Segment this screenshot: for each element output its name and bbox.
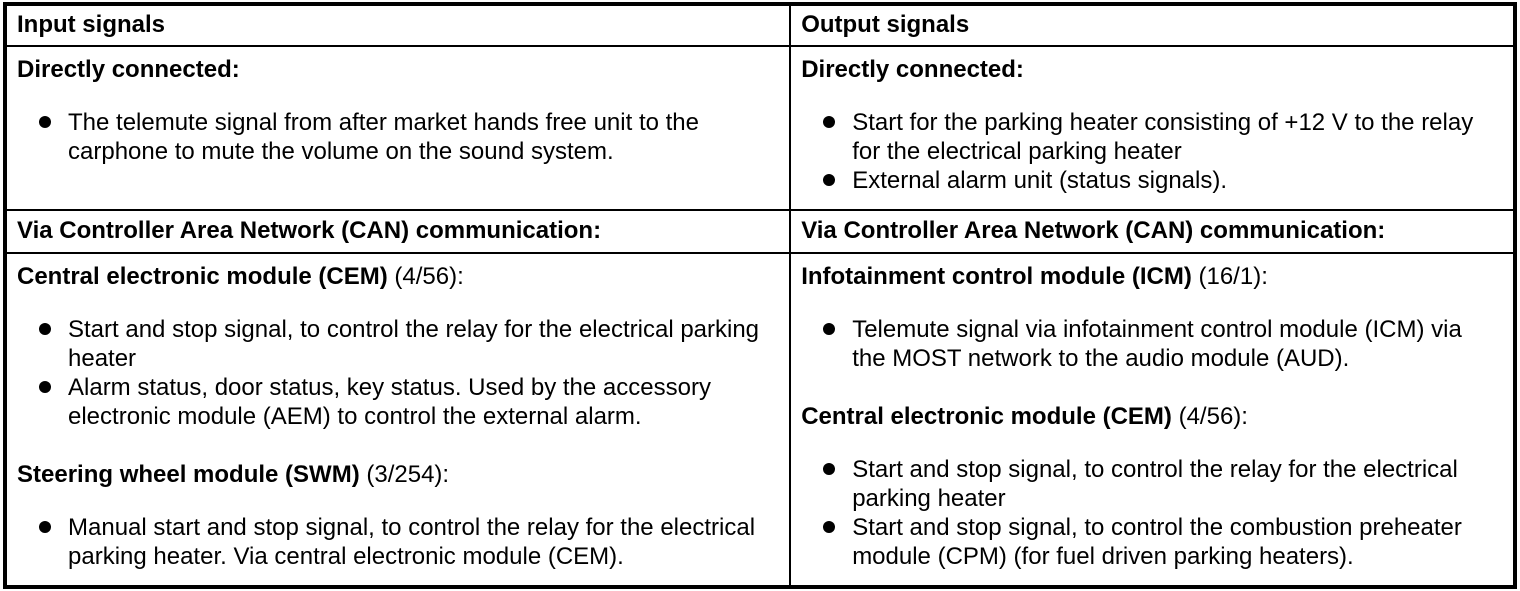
input-directly-connected-cell: Directly connected: The telemute signal … — [3, 45, 792, 211]
bullet-text: The telemute signal from after market ha… — [68, 109, 699, 165]
output-can-heading: Via Controller Area Network (CAN) commun… — [789, 209, 1516, 254]
module-name: Infotainment control module (ICM) — [801, 263, 1192, 290]
bullet-icon — [823, 116, 836, 128]
module-heading: Infotainment control module (ICM) (16/1)… — [801, 262, 1499, 291]
bullet-list: Manual start and stop signal, to control… — [17, 513, 775, 571]
bullet-text: Telemute signal via infotainment control… — [852, 316, 1462, 372]
bullet-item: Start for the parking heater consisting … — [801, 108, 1499, 166]
module-designation: (3/254): — [359, 461, 450, 488]
bullet-icon — [823, 323, 836, 335]
bullet-text: Manual start and stop signal, to control… — [68, 514, 756, 570]
input-can-modules-cell: Central electronic module (CEM) (4/56): … — [3, 252, 792, 588]
module-heading: Central electronic module (CEM) (4/56): — [17, 262, 775, 291]
bullet-item: Manual start and stop signal, to control… — [17, 513, 775, 571]
bullet-item: The telemute signal from after market ha… — [17, 108, 775, 166]
bullet-item: Start and stop signal, to control the re… — [801, 455, 1499, 513]
bullet-icon — [39, 521, 51, 533]
bullet-text: Start and stop signal, to control the re… — [852, 456, 1458, 512]
module-name: Central electronic module (CEM) — [17, 263, 388, 290]
bullet-icon — [823, 521, 836, 533]
module-heading: Steering wheel module (SWM) (3/254): — [17, 460, 775, 489]
header-row: Input signals Output signals — [3, 3, 1516, 47]
bullet-icon — [39, 381, 51, 393]
bullet-item: Start and stop signal, to control the re… — [17, 315, 775, 373]
can-modules-row: Central electronic module (CEM) (4/56): … — [3, 252, 1516, 588]
bullet-item: Start and stop signal, to control the co… — [801, 513, 1499, 571]
bullet-text: Start and stop signal, to control the co… — [852, 514, 1462, 570]
bullet-icon — [39, 323, 51, 335]
bullet-list: Start for the parking heater consisting … — [801, 108, 1499, 195]
can-communication-row: Via Controller Area Network (CAN) commun… — [3, 209, 1516, 254]
bullet-list: Start and stop signal, to control the re… — [801, 455, 1499, 571]
section-title: Directly connected: — [801, 56, 1024, 83]
bullet-icon — [823, 463, 836, 475]
signal-table: Input signals Output signals Directly co… — [3, 2, 1517, 589]
input-signals-header: Input signals — [3, 3, 792, 47]
module-name: Steering wheel module (SWM) — [17, 461, 360, 488]
module-heading: Central electronic module (CEM) (4/56): — [801, 402, 1499, 431]
output-can-modules-cell: Infotainment control module (ICM) (16/1)… — [789, 252, 1516, 588]
module-designation: (4/56): — [1171, 403, 1248, 430]
module-name: Central electronic module (CEM) — [801, 403, 1172, 430]
directly-connected-row: Directly connected: The telemute signal … — [3, 45, 1516, 211]
bullet-list: Start and stop signal, to control the re… — [17, 315, 775, 431]
bullet-icon — [39, 116, 51, 128]
input-can-heading: Via Controller Area Network (CAN) commun… — [3, 209, 792, 254]
bullet-text: Alarm status, door status, key status. U… — [68, 374, 711, 430]
bullet-item: Telemute signal via infotainment control… — [801, 315, 1499, 373]
output-directly-connected-cell: Directly connected: Start for the parkin… — [789, 45, 1516, 211]
bullet-text: External alarm unit (status signals). — [852, 167, 1227, 194]
bullet-text: Start and stop signal, to control the re… — [68, 316, 760, 372]
bullet-item: Alarm status, door status, key status. U… — [17, 373, 775, 431]
bullet-text: Start for the parking heater consisting … — [852, 109, 1474, 165]
section-title: Directly connected: — [17, 56, 240, 83]
module-designation: (16/1): — [1191, 263, 1268, 290]
module-designation: (4/56): — [387, 263, 464, 290]
bullet-icon — [823, 174, 836, 186]
bullet-item: External alarm unit (status signals). — [801, 166, 1499, 195]
bullet-list: The telemute signal from after market ha… — [17, 108, 775, 166]
bullet-list: Telemute signal via infotainment control… — [801, 315, 1499, 373]
output-signals-header: Output signals — [789, 3, 1516, 47]
